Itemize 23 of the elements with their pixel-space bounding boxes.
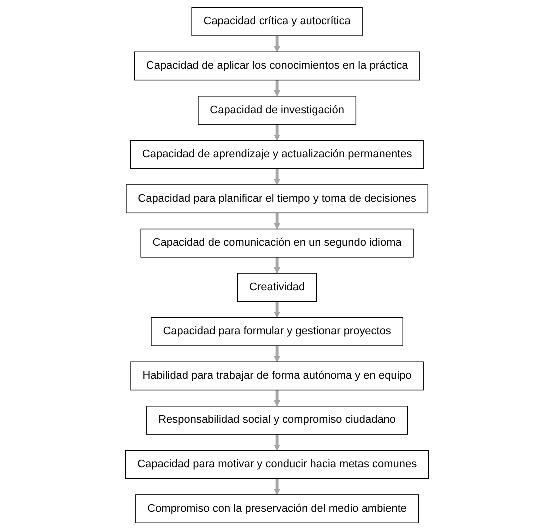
node-box: Capacidad de investigación [198,96,356,125]
node-box: Responsabilidad social y compromiso ciudadano [146,406,408,435]
node-box: Capacidad para motivar y conducir hacia metas comunes [125,450,429,480]
node-box: Creatividad [237,273,317,302]
arrow [274,478,280,496]
arrow [274,168,280,186]
arrow [274,434,280,451]
arrow [274,36,280,52]
node-box: Capacidad para planificar el tiempo y toma de decisiones [126,184,428,214]
node-box: Compromiso con la preservación del medio ambiente [135,494,419,524]
node-box: Capacidad de aplicar los conocimientos en la práctica [134,52,420,81]
node-box: Capacidad para formular y gestionar proyectos [150,317,404,346]
arrow [274,346,280,362]
node-box: Capacidad de comunicación en un segundo idioma [140,228,414,258]
arrow [274,124,280,141]
arrow [274,80,280,97]
arrow [274,257,280,274]
arrow [274,302,280,318]
arrow [274,390,280,407]
node-box: Habilidad para trabajar de forma autónoma y en equipo [130,362,424,391]
arrow [274,213,280,230]
node-box: Capacidad crítica y autocrítica [191,8,363,36]
node-box: Capacidad de aprendizaje y actualización permanentes [130,140,424,170]
